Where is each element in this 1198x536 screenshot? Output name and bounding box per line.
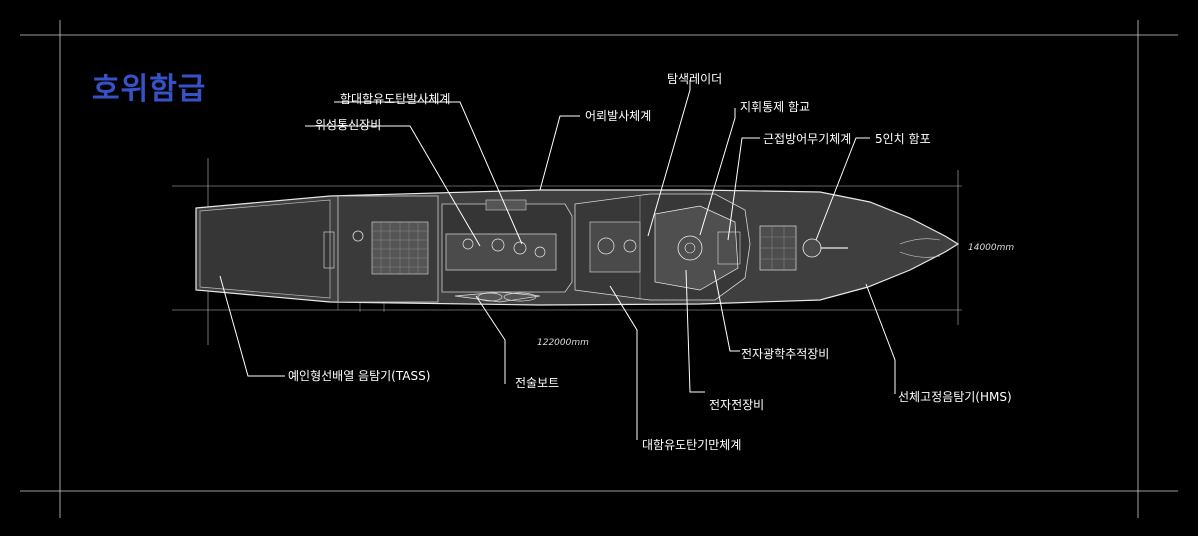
label-satcom: 위성통신장비 <box>315 118 382 132</box>
label-helo-torpedo: 함대함유도탄발사체계 <box>340 92 451 106</box>
label-search-radar: 탐색레이더 <box>667 72 723 86</box>
length-dimension: 122000mm <box>537 338 589 348</box>
label-ciws: 근접방어무기체계 <box>763 132 852 146</box>
frame-lines <box>20 20 1178 518</box>
width-dimension: 14000mm <box>968 243 1015 253</box>
label-eo-tracker: 전자광학추적장비 <box>741 347 830 361</box>
ship-hull <box>195 189 960 312</box>
label-boat: 전술보트 <box>515 376 560 390</box>
label-hms: 선체고정음탐기(HMS) <box>898 390 1012 404</box>
label-decoy: 어뢰발사체계 <box>585 109 652 123</box>
label-bridge: 지휘통제 함교 <box>740 100 811 114</box>
label-esm: 전자전장비 <box>709 398 765 412</box>
label-gun: 5인치 함포 <box>875 132 931 146</box>
leader-lines <box>219 80 896 440</box>
page-title: 호위함급 <box>92 72 207 107</box>
label-tass: 예인형선배열 음탐기(TASS) <box>288 369 431 383</box>
label-missile: 대함유도탄기만체계 <box>642 438 742 452</box>
